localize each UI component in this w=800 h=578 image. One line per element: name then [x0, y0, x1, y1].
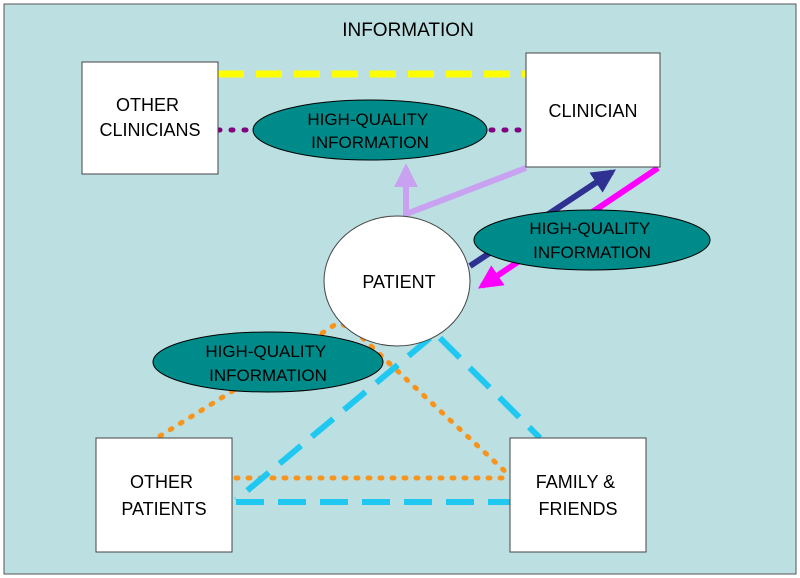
hq-label-line: HIGH-QUALITY: [529, 219, 650, 238]
hq-label-line: INFORMATION: [311, 133, 429, 152]
hq-label-line: HIGH-QUALITY: [307, 110, 428, 129]
hq-label-left: HIGH-QUALITY INFORMATION: [152, 331, 384, 393]
node-label-line: CLINICIAN: [548, 101, 637, 121]
svg-text:HIGH-QUALITY INFORMATION: HIGH-QUALITY INFORMATION: [307, 110, 432, 152]
node-patient: PATIENT: [323, 215, 471, 347]
hq-label-line: INFORMATION: [209, 366, 327, 385]
node-clinician: CLINICIAN: [525, 52, 661, 168]
svg-text:OTHER PATIENTS: OTHER PATIENTS: [121, 472, 206, 519]
hq-label-top: HIGH-QUALITY INFORMATION: [252, 99, 488, 161]
lilac-arrow-patient-to-top: [394, 163, 528, 219]
hq-label-line: INFORMATION: [533, 243, 651, 262]
node-label-line: PATIENT: [362, 272, 435, 292]
diagram-title: INFORMATION: [342, 20, 474, 41]
cyan-dashed-links: [234, 335, 543, 505]
svg-text:HIGH-QUALITY INFORMATION: HIGH-QUALITY INFORMATION: [529, 219, 654, 262]
node-label-line: FRIENDS: [538, 499, 617, 519]
node-label-line: FAMILY &: [536, 472, 615, 492]
svg-text:FAMILY & FRIENDS: FAMILY & FRIENDS: [536, 472, 620, 519]
node-other-clinicians: OTHER CLINICIANS: [81, 61, 219, 175]
node-label-line: CLINICIANS: [99, 120, 200, 140]
node-label-line: PATIENTS: [121, 499, 206, 519]
svg-text:HIGH-QUALITY INFORMATION: HIGH-QUALITY INFORMATION: [205, 342, 330, 385]
node-label-line: OTHER: [130, 472, 193, 492]
hq-label-right: HIGH-QUALITY INFORMATION: [473, 209, 711, 271]
hq-label-line: HIGH-QUALITY: [205, 342, 326, 361]
svg-text:OTHER CLINICIANS: OTHER CLINICIANS: [99, 95, 200, 140]
node-family-friends: FAMILY & FRIENDS: [509, 437, 647, 553]
node-label-line: OTHER: [116, 95, 179, 115]
node-other-patients: OTHER PATIENTS: [95, 437, 233, 553]
